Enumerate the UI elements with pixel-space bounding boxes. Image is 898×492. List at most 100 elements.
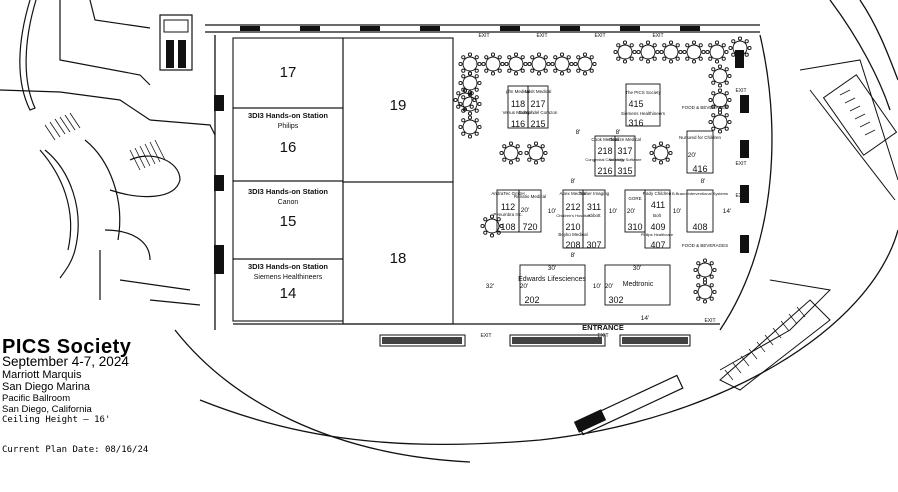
exit-sign: EXIT: [478, 33, 489, 39]
exit-sign: EXIT: [704, 318, 715, 324]
chair: [724, 67, 729, 72]
dim-label: 30': [548, 265, 556, 272]
booth-number: 108: [500, 222, 515, 232]
chair: [515, 157, 520, 162]
round-table: [686, 44, 702, 60]
chair: [520, 68, 525, 73]
booth-name: pfm Medical: [506, 89, 530, 94]
chair: [711, 113, 716, 118]
chair: [559, 71, 565, 76]
chair: [484, 55, 489, 60]
escalator: [573, 374, 684, 436]
chair: [724, 113, 729, 118]
ceiling-height: Ceiling Height — 16': [2, 415, 111, 425]
round-table: [462, 56, 478, 72]
signage: ENTRANCE EXIT EXIT EXIT EXIT EXIT EXIT E…: [478, 33, 746, 339]
chair: [461, 118, 466, 123]
exit-sign: EXIT: [652, 33, 663, 39]
chair: [613, 49, 618, 55]
booth-number: 411: [651, 200, 665, 210]
chair: [711, 91, 716, 96]
chair: [675, 43, 680, 48]
chair: [744, 52, 749, 57]
booth-name: Philips Healthcare: [641, 232, 674, 237]
chair: [727, 73, 732, 79]
chair: [682, 49, 687, 55]
booth-name: Boyko Medical: [558, 232, 587, 237]
booth-name: Venus Medtech: [502, 110, 534, 115]
chair: [489, 214, 495, 219]
chair: [467, 52, 473, 57]
chair: [553, 68, 558, 73]
booth-number: 408: [692, 222, 707, 232]
chair: [533, 141, 539, 146]
chair: [708, 97, 713, 103]
booth-name: Edwards Lifesciences: [518, 276, 586, 283]
chair: [474, 87, 479, 92]
chair: [622, 59, 628, 64]
booth-name: Penumbra Inc.: [493, 212, 522, 217]
hall-14-sub: Siemens Healthineers: [254, 274, 323, 281]
chair: [462, 88, 468, 93]
round-table: [712, 68, 728, 84]
venue-line: San Diego Marina: [2, 381, 91, 393]
chair: [513, 71, 519, 76]
chair: [573, 61, 578, 67]
chair: [496, 230, 501, 235]
round-table: [503, 145, 519, 161]
dim-label: 8': [701, 178, 706, 185]
round-table: [640, 44, 656, 60]
hall-15-num: 15: [280, 213, 297, 230]
chair: [658, 141, 664, 146]
round-table: [462, 96, 478, 112]
chair: [502, 144, 507, 149]
chair: [458, 61, 463, 67]
chair: [490, 52, 496, 57]
chair: [645, 40, 651, 45]
chair: [696, 261, 701, 266]
booth-number: 202: [524, 295, 539, 305]
hall-19-num: 19: [390, 97, 407, 114]
dim-label: 20': [688, 152, 696, 159]
booth-number: 416: [692, 164, 707, 174]
chair: [527, 157, 532, 162]
round-table: [712, 92, 728, 108]
chair: [474, 74, 479, 79]
booth-number: 311: [587, 202, 601, 212]
chair: [592, 61, 597, 67]
chair: [477, 61, 482, 67]
chair: [691, 59, 697, 64]
chair: [508, 141, 514, 146]
chair: [731, 39, 736, 44]
hall-14-num: 14: [280, 285, 297, 302]
chair: [469, 91, 474, 96]
round-table: [709, 44, 725, 60]
exit-sign: EXIT: [735, 161, 746, 167]
dim-label: 20': [605, 283, 613, 290]
booth-name: Congenital Cardiology: [585, 157, 624, 162]
booth-number: 112: [501, 202, 515, 212]
chair: [696, 296, 701, 301]
food-sign: FOOD & BEVERAGES: [682, 243, 728, 248]
round-table: [663, 44, 679, 60]
chair: [474, 68, 479, 73]
chair: [711, 80, 716, 85]
food-sign: FOOD & BEVERAGES: [682, 105, 728, 110]
chair: [724, 104, 729, 109]
chair: [543, 68, 548, 73]
round-table: [462, 119, 478, 135]
chair: [472, 97, 477, 103]
chair: [701, 49, 706, 55]
booth-name: Bolt: [653, 213, 662, 218]
chair: [499, 150, 504, 156]
chair: [721, 56, 726, 61]
exit-sign: EXIT: [597, 333, 608, 339]
chair: [550, 61, 555, 67]
chair: [462, 107, 468, 112]
chair: [747, 45, 752, 51]
chair: [698, 56, 703, 61]
chair: [518, 150, 523, 156]
round-table: [697, 262, 713, 278]
hall-17-num: 17: [280, 64, 297, 81]
event-title: PICS Society: [2, 336, 132, 358]
